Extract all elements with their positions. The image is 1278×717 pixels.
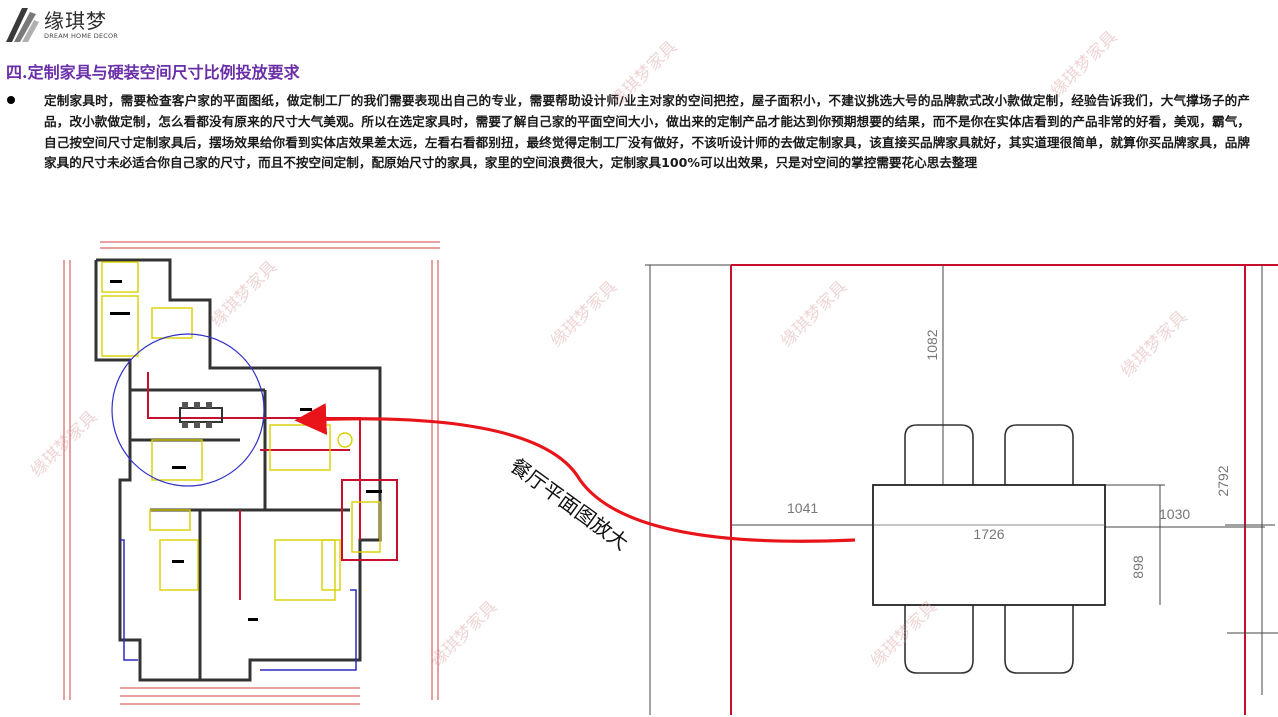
logo-name: 缘琪梦 (44, 9, 107, 33)
dim-1726: 1726 (973, 526, 1004, 542)
floor-plan-drawing (63, 241, 440, 705)
dim-2792: 2792 (1215, 465, 1231, 496)
dim-1082: 1082 (924, 329, 940, 360)
brand-logo: 缘琪梦 DREAM HOME DECOR (4, 2, 154, 46)
body-paragraph: 定制家具时，需要检查客户家的平面图纸，做定制工厂的我们需要表现出自己的专业，需要… (44, 93, 1250, 171)
dim-1041: 1041 (787, 500, 818, 516)
logo-mark-icon (6, 8, 39, 42)
logo-subtitle: DREAM HOME DECOR (44, 32, 119, 40)
zoom-arrow (294, 403, 856, 543)
section-title: 四.定制家具与硬装空间尺寸比例投放要求 (6, 63, 300, 82)
watermark: 缘琪梦家具 (547, 277, 622, 352)
dining-plan-enlarged: 1082 2792 1041 1726 1030 898 (645, 264, 1278, 715)
dim-1030: 1030 (1159, 506, 1190, 522)
bullet-icon (7, 96, 15, 104)
dim-898: 898 (1130, 555, 1146, 579)
watermark: 缘琪梦家具 (1047, 27, 1122, 102)
